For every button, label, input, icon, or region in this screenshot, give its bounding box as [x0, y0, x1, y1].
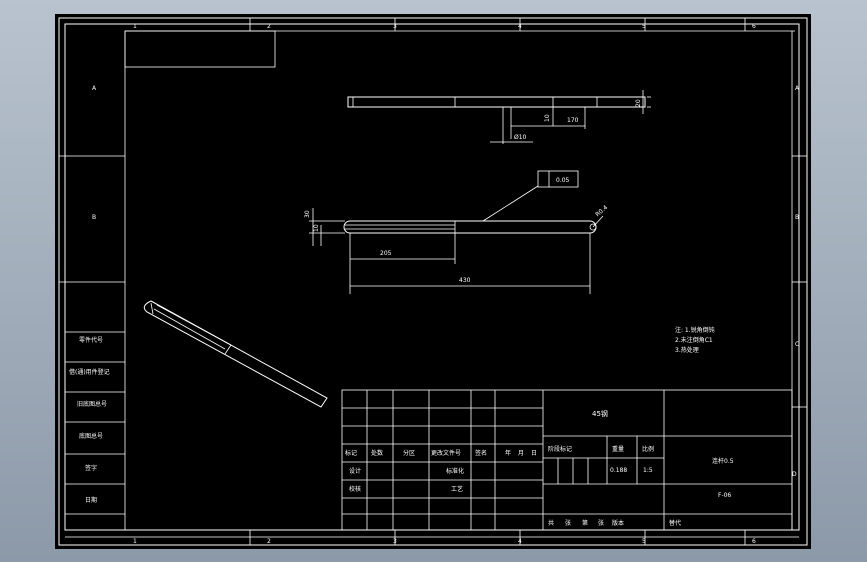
left-col-header: 零件代号 — [79, 336, 103, 344]
tb-header-day: 日 — [531, 450, 537, 457]
tb-replace-label: 替代 — [669, 519, 681, 527]
zone-col-1: 1 — [133, 23, 137, 30]
front-dim-total: 430 — [459, 277, 471, 284]
zone-col-1-bottom: 1 — [133, 538, 137, 545]
front-dim-height: 30 — [304, 210, 311, 218]
tb-drawing-number: F-06 — [718, 492, 731, 499]
outer-border — [58, 17, 808, 546]
zone-col-3-bottom: 3 — [393, 538, 397, 545]
tb-weight-value: 0.188 — [610, 467, 627, 474]
front-dim-inner: 10 — [313, 224, 320, 232]
left-col-label-1: 借(通)用件登记 — [69, 368, 110, 376]
left-col-label-2: 旧底图总号 — [77, 400, 107, 408]
zone-ticks — [59, 18, 807, 545]
tb-header-mark: 标记 — [345, 449, 357, 457]
tb-scale-label: 比例 — [642, 445, 654, 453]
tb-version-label: 版本 — [612, 519, 624, 527]
tolerance-value: 0.05 — [556, 177, 570, 184]
front-view — [309, 170, 604, 294]
zone-col-5-bottom: 5 — [642, 538, 646, 545]
zone-row-b: B — [92, 214, 96, 221]
zone-col-5: 5 — [642, 23, 646, 30]
chamfer-label: R0.4 — [594, 204, 609, 218]
zone-row-a: A — [92, 85, 97, 92]
tb-weight-label: 重量 — [612, 445, 624, 453]
note-2: 2.未注倒角C1 — [675, 336, 713, 344]
tb-number-label: 第 — [582, 519, 588, 527]
top-dim-length: 170 — [567, 117, 579, 124]
zone-col-6: 6 — [752, 23, 756, 30]
zone-col-4-bottom: 4 — [518, 538, 522, 545]
zone-col-6-bottom: 6 — [752, 538, 756, 545]
tb-stage-label: 阶段标记 — [548, 445, 572, 453]
left-col-label-3: 底图总号 — [79, 432, 103, 440]
tb-header-month: 月 — [518, 450, 524, 457]
zone-row-b-right: B — [795, 214, 799, 221]
top-dim-dia: Ø10 — [514, 134, 527, 141]
left-col-label-5: 日期 — [85, 496, 97, 504]
material-label: 45钢 — [592, 409, 608, 418]
zone-col-3: 3 — [393, 23, 397, 30]
note-1: 注: 1.锐角倒钝 — [675, 326, 715, 334]
tb-header-zone: 分区 — [403, 449, 415, 457]
tb-sheet-label: 张 — [598, 519, 604, 527]
isometric-view — [143, 300, 328, 408]
top-dim-height: 20 — [635, 99, 642, 107]
tb-header-count: 处数 — [371, 449, 383, 457]
zone-row-d-right: D — [792, 471, 797, 478]
title-block — [341, 389, 793, 531]
tb-header-change-doc: 更改文件号 — [431, 449, 461, 457]
tb-process: 工艺 — [451, 485, 463, 493]
zone-col-2-bottom: 2 — [267, 538, 271, 545]
tb-total-label: 共 — [548, 519, 554, 527]
note-3: 3.热处理 — [675, 346, 699, 354]
top-view — [347, 90, 651, 144]
tb-design: 设计 — [349, 467, 361, 475]
zone-col-2: 2 — [267, 23, 271, 30]
tb-part-name: 连杆0.5 — [712, 457, 734, 465]
drawing-sheet: 1 2 3 4 5 6 1 2 3 4 5 6 A B A B C D 零件代号… — [55, 14, 811, 549]
front-dim-partial: 205 — [380, 250, 392, 257]
zone-col-4: 4 — [518, 23, 522, 30]
tb-header-sign: 签名 — [475, 449, 487, 457]
cad-drawing: 1 2 3 4 5 6 1 2 3 4 5 6 A B A B C D 零件代号… — [58, 17, 808, 546]
code-box — [124, 30, 276, 68]
tb-scale-value: 1:5 — [643, 467, 653, 474]
zone-row-c-right: C — [795, 341, 799, 348]
top-dim-step: 10 — [544, 114, 551, 122]
left-column-table — [65, 331, 125, 515]
tb-sheets-label: 张 — [565, 519, 571, 527]
tb-check: 校核 — [349, 485, 361, 493]
tb-standardization: 标准化 — [446, 467, 464, 475]
left-col-label-4: 签字 — [85, 464, 97, 472]
zone-row-a-right: A — [795, 85, 800, 92]
tb-header-year: 年 — [505, 449, 511, 457]
